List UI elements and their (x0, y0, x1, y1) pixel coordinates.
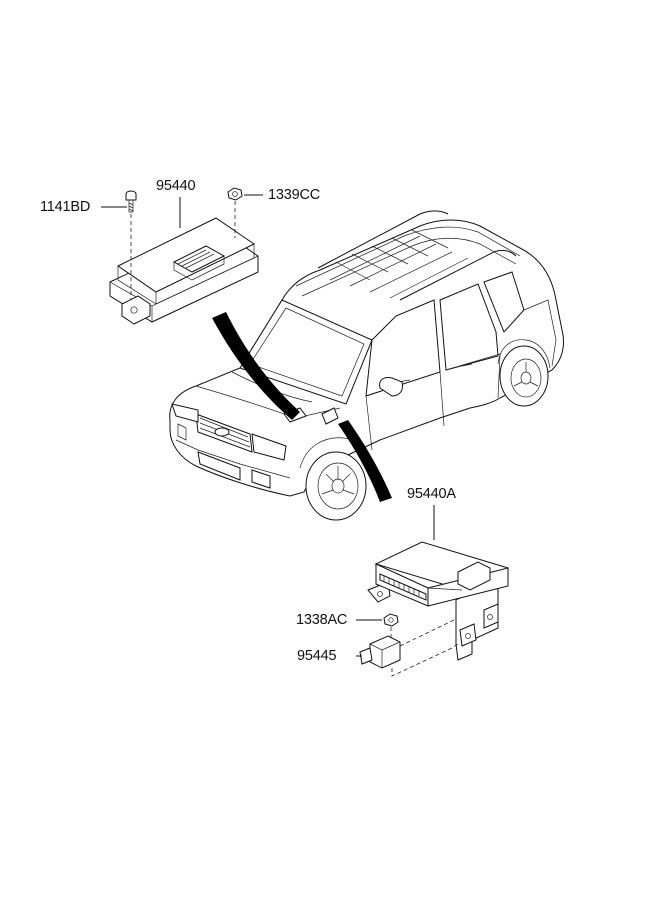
lower-nut-icon (383, 613, 399, 627)
pointer-band-lower (338, 420, 392, 502)
vehicle-illustration (169, 210, 565, 521)
lower-control-module (367, 541, 510, 661)
callout-label-95440: 95440 (156, 178, 196, 194)
nut-icon (227, 187, 243, 201)
callout-label-95440a: 95440A (407, 486, 456, 502)
callout-label-1339cc: 1339CC (268, 187, 320, 203)
upper-control-module (109, 217, 259, 325)
bolt-icon (125, 190, 137, 213)
callout-label-1141bd: 1141BD (40, 199, 91, 215)
sensor-icon (359, 635, 401, 669)
callout-label-1338ac: 1338AC (296, 612, 348, 628)
pointer-band-upper (212, 312, 300, 420)
callout-label-95445: 95445 (297, 648, 337, 664)
